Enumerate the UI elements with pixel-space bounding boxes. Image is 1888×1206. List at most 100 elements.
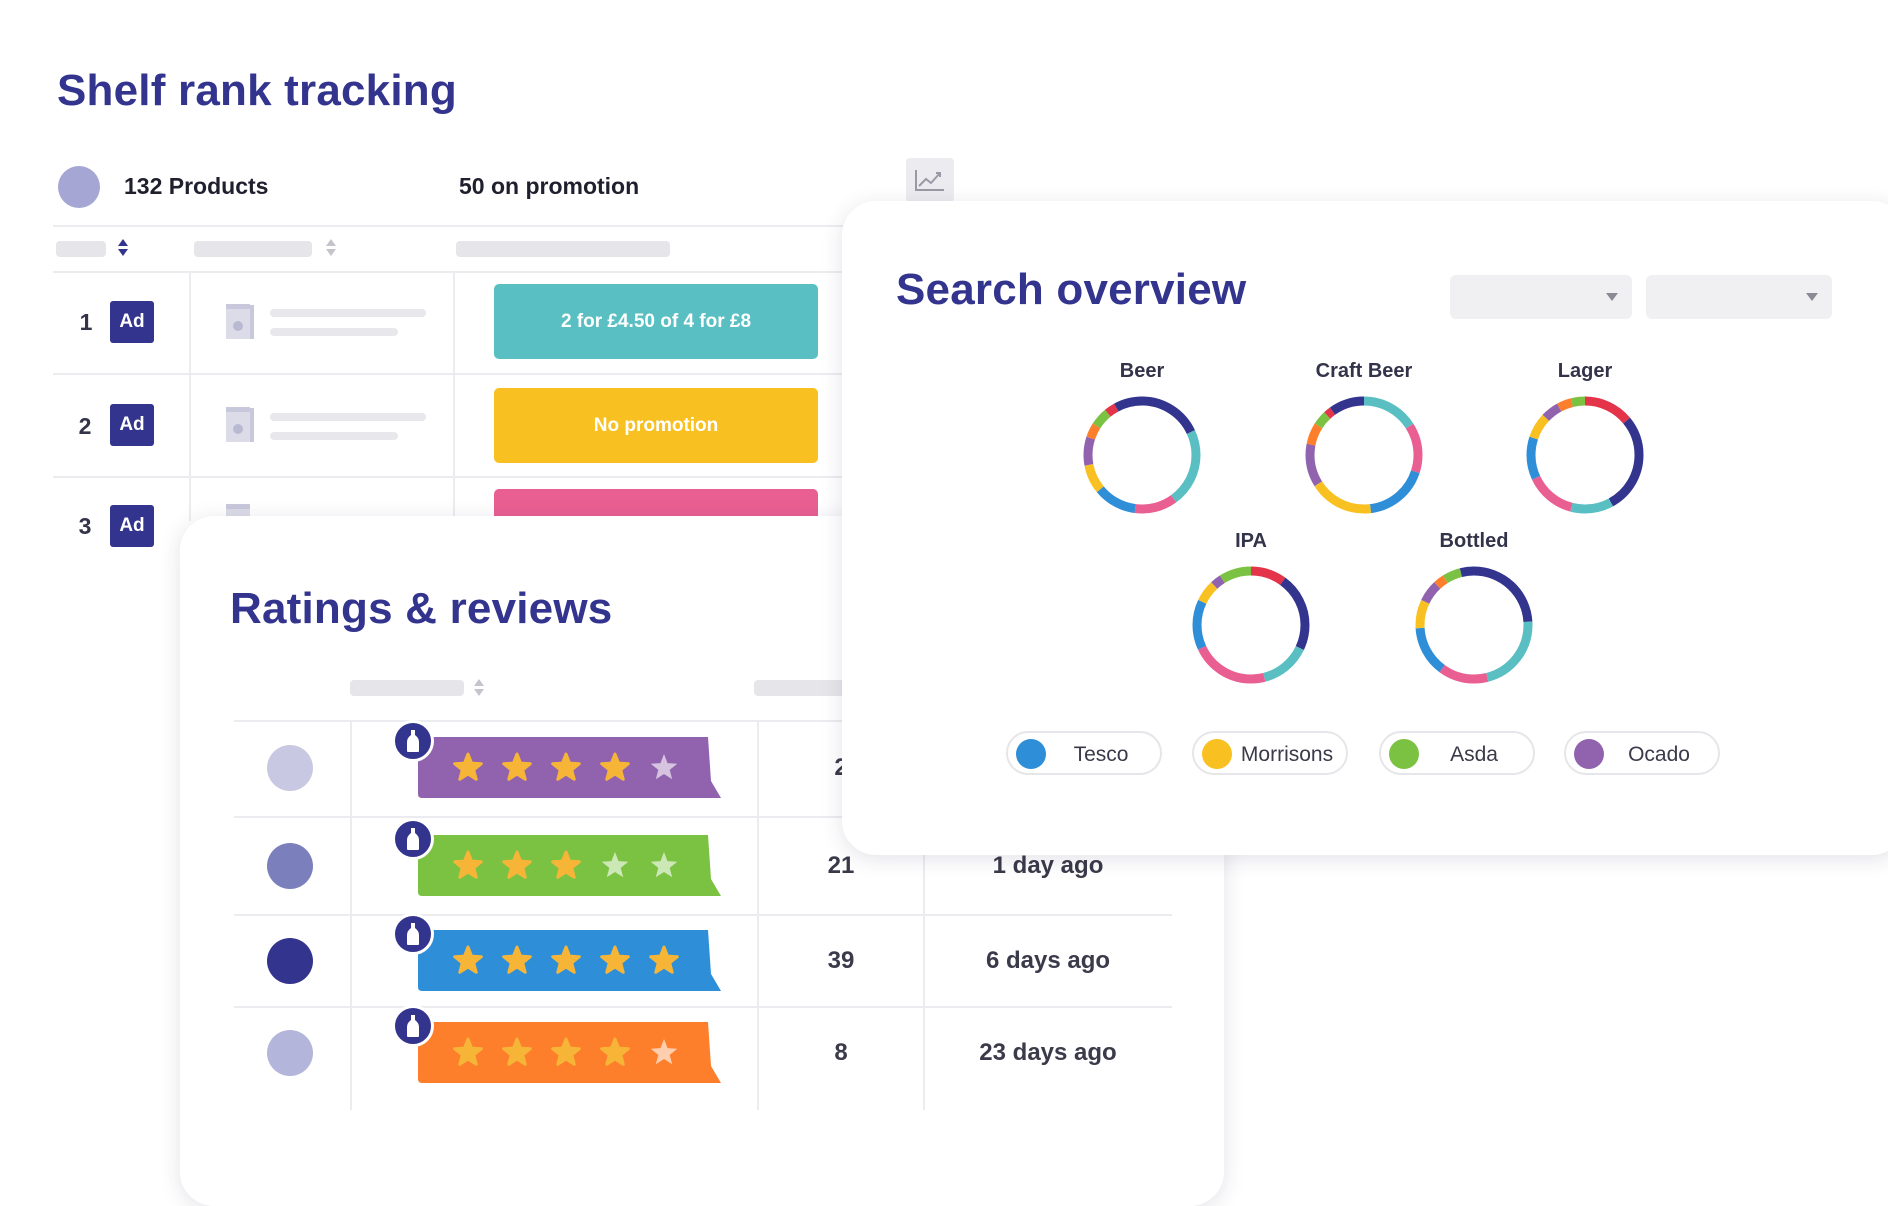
column-divider [189, 271, 191, 521]
product-package-icon [224, 405, 256, 445]
bottle-icon [392, 1004, 434, 1047]
star-filled-icon [551, 752, 581, 781]
product-package-icon [224, 302, 256, 342]
table-header-border [234, 720, 1172, 722]
legend-color-dot [1016, 739, 1046, 769]
legend-item-ocado[interactable]: Ocado [1564, 731, 1720, 775]
donut-segment [1526, 396, 1644, 514]
ad-badge: Ad [110, 404, 154, 446]
row-divider [53, 373, 853, 375]
donut-chart [1415, 566, 1533, 684]
ad-badge: Ad [110, 301, 154, 343]
star-filled-icon [502, 752, 532, 781]
ad-badge: Ad [110, 505, 154, 547]
star-filled-icon [502, 1037, 532, 1066]
donut-segment [1415, 566, 1533, 684]
date-filter-dropdown[interactable] [1646, 275, 1832, 319]
donut-title: Craft Beer [1315, 360, 1413, 382]
legend-item-asda[interactable]: Asda [1379, 731, 1535, 775]
product-avatar [267, 1029, 313, 1076]
star-filled-icon [551, 945, 581, 974]
star-filled-icon [453, 752, 483, 781]
legend-color-dot [1389, 739, 1419, 769]
product-meta-placeholder [270, 432, 398, 440]
donut-segment [1305, 396, 1423, 514]
donut-segment [1192, 566, 1310, 684]
retailer-filter-dropdown[interactable] [1450, 275, 1632, 319]
star-filled-icon [453, 850, 483, 879]
product-avatar [267, 937, 313, 984]
legend-item-morrisons[interactable]: Morrisons [1192, 731, 1348, 775]
star-filled-icon [502, 945, 532, 974]
row-divider [234, 816, 1172, 818]
donut-segment [1526, 396, 1644, 514]
donut-segment [1083, 396, 1201, 514]
rank-number: 1 [79, 309, 93, 335]
star-filled-icon [551, 1037, 581, 1066]
legend-label: Morrisons [1240, 743, 1334, 766]
donut-segment [1192, 566, 1310, 684]
donut-chart [1526, 396, 1644, 514]
shelf-title: Shelf rank tracking [57, 66, 457, 115]
ratings-title: Ratings & reviews [230, 584, 613, 633]
rating-ribbon [418, 1021, 721, 1083]
row-divider [234, 914, 1172, 916]
legend-label: Ocado [1628, 743, 1690, 766]
bottle-icon [392, 912, 434, 955]
rating-ribbon [418, 834, 721, 896]
star-filled-icon [453, 945, 483, 974]
donut-segment [1083, 396, 1201, 514]
rank-number: 3 [78, 513, 92, 539]
chevron-down-icon [1606, 293, 1618, 301]
rating-ribbon [418, 737, 721, 798]
star-empty-icon [601, 851, 629, 877]
trend-chart-button[interactable] [906, 158, 954, 202]
product-avatar [267, 745, 313, 791]
star-empty-icon [650, 1038, 678, 1064]
star-filled-icon [551, 850, 581, 879]
star-filled-icon [453, 1037, 483, 1066]
star-filled-icon [600, 945, 630, 974]
donut-segment [1305, 396, 1423, 514]
legend-item-tesco[interactable]: Tesco [1006, 731, 1162, 775]
star-empty-icon [650, 851, 678, 877]
review-count: 21 [827, 851, 855, 879]
column-header-promotion [456, 241, 670, 257]
rating-ribbon [418, 929, 721, 991]
donut-chart [1192, 566, 1310, 684]
trend-chart-icon [915, 170, 944, 191]
star-filled-icon [649, 945, 679, 974]
donut-segment [1192, 566, 1310, 684]
chevron-down-icon [1806, 293, 1818, 301]
product-avatar [267, 842, 313, 889]
column-header-rank [56, 241, 106, 257]
donut-segment [1083, 396, 1201, 514]
table-header-top-border [53, 225, 853, 227]
donut-segment [1083, 396, 1201, 514]
rank-number: 2 [78, 413, 92, 439]
star-filled-icon [600, 1037, 630, 1066]
review-count: 39 [827, 946, 855, 974]
donut-segment [1305, 396, 1423, 514]
sort-product-control[interactable] [326, 238, 336, 258]
column-header-reviews [754, 680, 854, 696]
donut-title: Bottled [1439, 530, 1509, 552]
sort-rank-control[interactable] [118, 238, 128, 258]
row-divider [53, 476, 853, 478]
donut-segment [1526, 396, 1644, 514]
donut-segment [1526, 396, 1644, 514]
donut-segment [1192, 566, 1310, 684]
column-header-product [350, 680, 464, 696]
review-date: 6 days ago [985, 946, 1111, 974]
star-empty-icon [650, 754, 678, 780]
donut-segment [1415, 566, 1533, 684]
bottle-icon [392, 817, 434, 860]
review-count: 8 [834, 1038, 848, 1066]
sort-rating-control[interactable] [474, 678, 484, 698]
legend-color-dot [1574, 739, 1604, 769]
product-name-placeholder [270, 413, 426, 421]
legend-label: Asda [1450, 743, 1498, 766]
legend-color-dot [1202, 739, 1232, 769]
donut-chart [1305, 396, 1423, 514]
